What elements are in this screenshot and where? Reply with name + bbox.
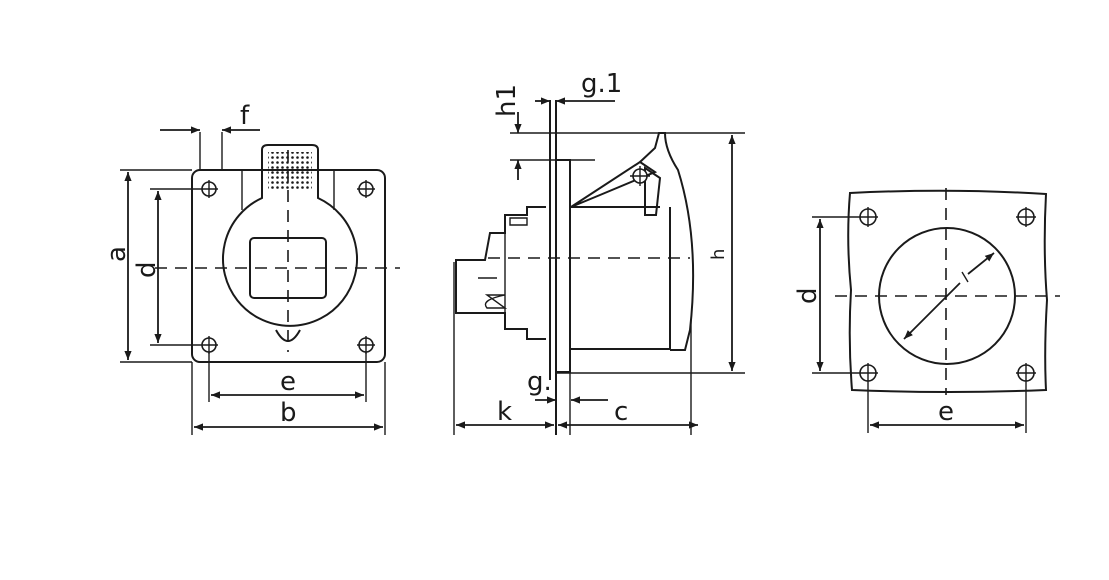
dimension-c: c bbox=[558, 320, 698, 435]
label-h1: h1 bbox=[492, 84, 522, 117]
label-h: h bbox=[708, 249, 729, 260]
label-c: c bbox=[614, 397, 628, 427]
dimension-b: b bbox=[191, 362, 386, 435]
flange bbox=[555, 159, 571, 373]
side-view: h1 g.1 h g. k c bbox=[453, 69, 745, 435]
dimension-h1: h1 bbox=[492, 84, 745, 180]
cutout-view: d e bbox=[793, 188, 1060, 433]
label-g1: g.1 bbox=[581, 69, 622, 99]
dimension-f: f bbox=[160, 101, 260, 134]
dimension-g1: g.1 bbox=[535, 69, 622, 105]
dimension-cutout-e: e bbox=[867, 383, 1027, 433]
dimension-cutout-d: d bbox=[793, 216, 858, 374]
label-e: e bbox=[280, 367, 296, 397]
label-cutout-e: e bbox=[938, 397, 954, 427]
cover-grip-dots bbox=[268, 152, 312, 190]
cover-lid bbox=[222, 144, 358, 327]
dimension-e: e bbox=[208, 352, 367, 402]
front-view: f a d e b bbox=[102, 101, 400, 435]
dimension-k: k bbox=[453, 262, 554, 435]
housing-body bbox=[571, 206, 671, 350]
cutout-holes bbox=[858, 207, 1036, 383]
label-d: d bbox=[132, 261, 162, 278]
dimension-h: h bbox=[556, 135, 745, 374]
label-a: a bbox=[102, 246, 132, 262]
dimension-g: g. bbox=[527, 367, 608, 435]
dimension-d: d bbox=[132, 188, 200, 346]
plug-insert bbox=[455, 206, 546, 340]
label-b: b bbox=[280, 398, 297, 428]
dimension-a: a bbox=[102, 169, 192, 363]
mounting-holes bbox=[200, 180, 375, 354]
label-k: k bbox=[497, 397, 512, 427]
label-cutout-d: d bbox=[793, 287, 823, 304]
label-g: g. bbox=[527, 367, 552, 397]
panel-cutout-outline bbox=[847, 189, 1049, 393]
label-f: f bbox=[240, 101, 250, 131]
